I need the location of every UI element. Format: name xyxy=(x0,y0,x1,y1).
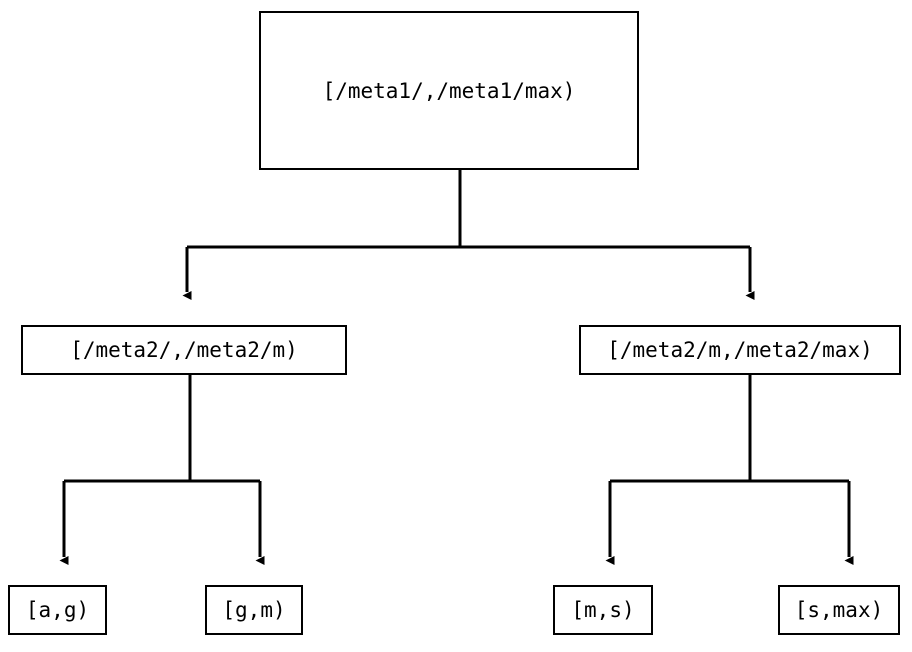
edge-mid-left-to-leaves xyxy=(59,375,265,565)
edge-root-to-level1 xyxy=(182,170,755,300)
edge-mid-right-to-leaves xyxy=(605,375,854,565)
tree-node-leaf-m-s[interactable]: [m,s) xyxy=(553,585,653,635)
tree-node-mid-left[interactable]: [/meta2/,/meta2/m) xyxy=(21,325,347,375)
tree-node-leaf-a-g[interactable]: [a,g) xyxy=(8,585,107,635)
tree-node-leaf-s-max[interactable]: [s,max) xyxy=(778,585,900,635)
tree-node-root[interactable]: [/meta1/,/meta1/max) xyxy=(259,11,639,170)
tree-node-leaf-g-m[interactable]: [g,m) xyxy=(205,585,303,635)
tree-node-mid-right[interactable]: [/meta2/m,/meta2/max) xyxy=(579,325,901,375)
